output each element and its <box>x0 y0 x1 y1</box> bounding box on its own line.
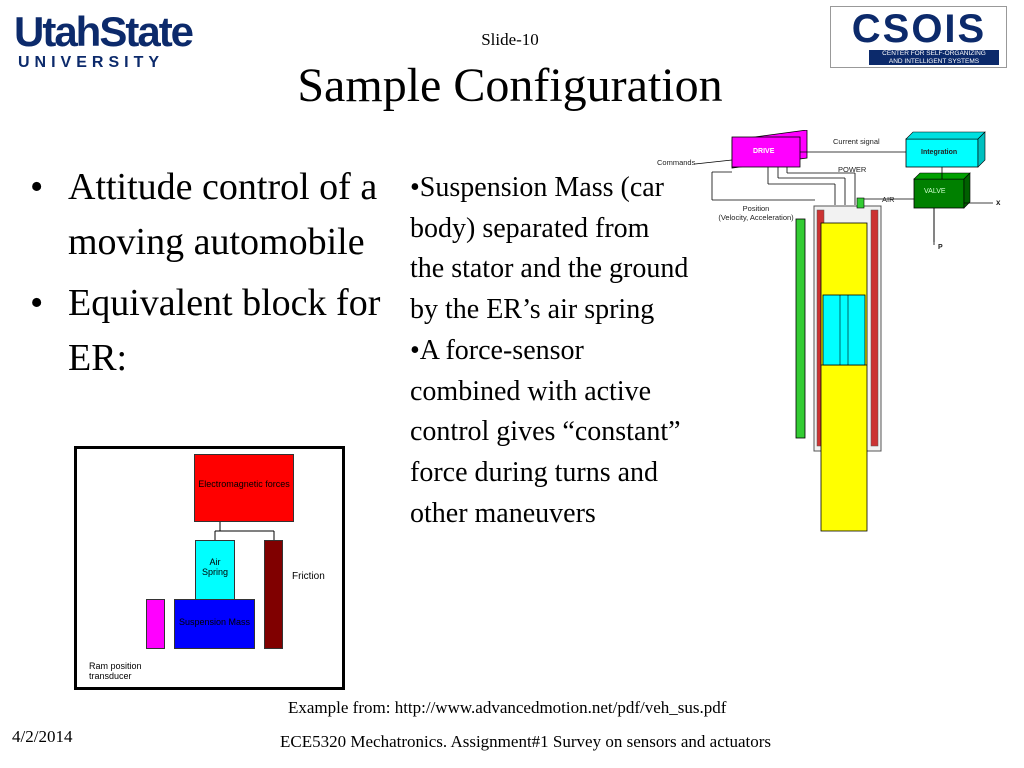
position-label-line2: (Velocity, Acceleration) <box>718 212 794 222</box>
suspension-mass-block: Suspension Mass <box>174 599 255 649</box>
bullet-item: • Equivalent block for ER: <box>30 276 390 386</box>
suspension-mass-label: Suspension Mass <box>178 617 251 627</box>
csois-logo-bar <box>869 50 999 65</box>
air-spring-label: Air Spring <box>201 557 228 577</box>
footer-course-title: ECE5320 Mechatronics. Assignment#1 Surve… <box>280 732 772 751</box>
example-source-citation: Example from: http://www.advancedmotion.… <box>288 698 727 717</box>
position-label-line1: Position <box>742 204 770 213</box>
logo-text-university: UNIVERSITY <box>18 54 165 71</box>
electromagnetic-forces-block: Electromagnetic forces <box>194 454 294 522</box>
utah-state-university-logo: UtahState UNIVERSITY <box>14 10 200 72</box>
power-label: POWER <box>838 165 867 174</box>
left-bullet-list: • Attitude control of a moving automobil… <box>30 160 390 392</box>
air-spring-block: Air Spring <box>195 540 235 602</box>
csois-logo: CSOIS CENTER FOR SELF-ORGANIZING AND INT… <box>830 6 1007 68</box>
suspension-system-diagram: DRIVE Current signal Integration Command… <box>655 130 1015 535</box>
position-label: Position (Velocity, Acceleration) <box>711 204 801 222</box>
description-paragraph: •A force-sensor combined with active con… <box>410 334 681 529</box>
ram-position-transducer-block <box>146 599 165 649</box>
bullet-item: • Attitude control of a moving automobil… <box>30 160 390 270</box>
electromagnetic-label: Electromagnetic forces <box>198 479 290 489</box>
description-paragraph: •Suspension Mass (car body) separated fr… <box>410 172 689 326</box>
csois-logo-subtitle: CENTER FOR SELF-ORGANIZING AND INTELLIGE… <box>869 50 999 65</box>
middle-description: •Suspension Mass (car body) separated fr… <box>410 168 690 534</box>
friction-label: Friction <box>292 571 325 582</box>
bullet-marker: • <box>30 282 44 324</box>
ram-position-label: Ram position transducer <box>89 661 142 681</box>
footer-date: 4/2/2014 <box>12 727 73 746</box>
valve-label: VALVE <box>924 188 946 195</box>
slide-title: Sample Configuration <box>297 59 723 112</box>
integration-label: Integration <box>921 149 958 156</box>
er-equivalent-block-diagram: Electromagnetic forces Air Spring Fricti… <box>74 446 345 690</box>
pressure-label: P <box>938 244 943 251</box>
bullet-text: Equivalent block for ER: <box>68 282 381 379</box>
air-label: AIR <box>882 195 895 204</box>
csois-logo-text: CSOIS <box>851 7 987 51</box>
bullet-marker: • <box>30 166 44 208</box>
csois-subtitle-line1: CENTER FOR SELF-ORGANIZING <box>882 50 986 57</box>
er-block-connectors <box>214 522 275 540</box>
logo-text-utahstate: UtahState <box>14 8 194 55</box>
csois-subtitle-line2: AND INTELLIGENT SYSTEMS <box>888 57 980 65</box>
suspension-diagram-graphics <box>694 130 993 532</box>
x-axis-label: x <box>996 198 1001 207</box>
bullet-text: Attitude control of a moving automobile <box>68 166 378 263</box>
commands-label: Commands <box>657 158 696 167</box>
slide-number: Slide-10 <box>481 30 539 49</box>
drive-label: DRIVE <box>753 148 775 155</box>
current-signal-label: Current signal <box>833 137 880 146</box>
friction-block <box>264 540 283 649</box>
